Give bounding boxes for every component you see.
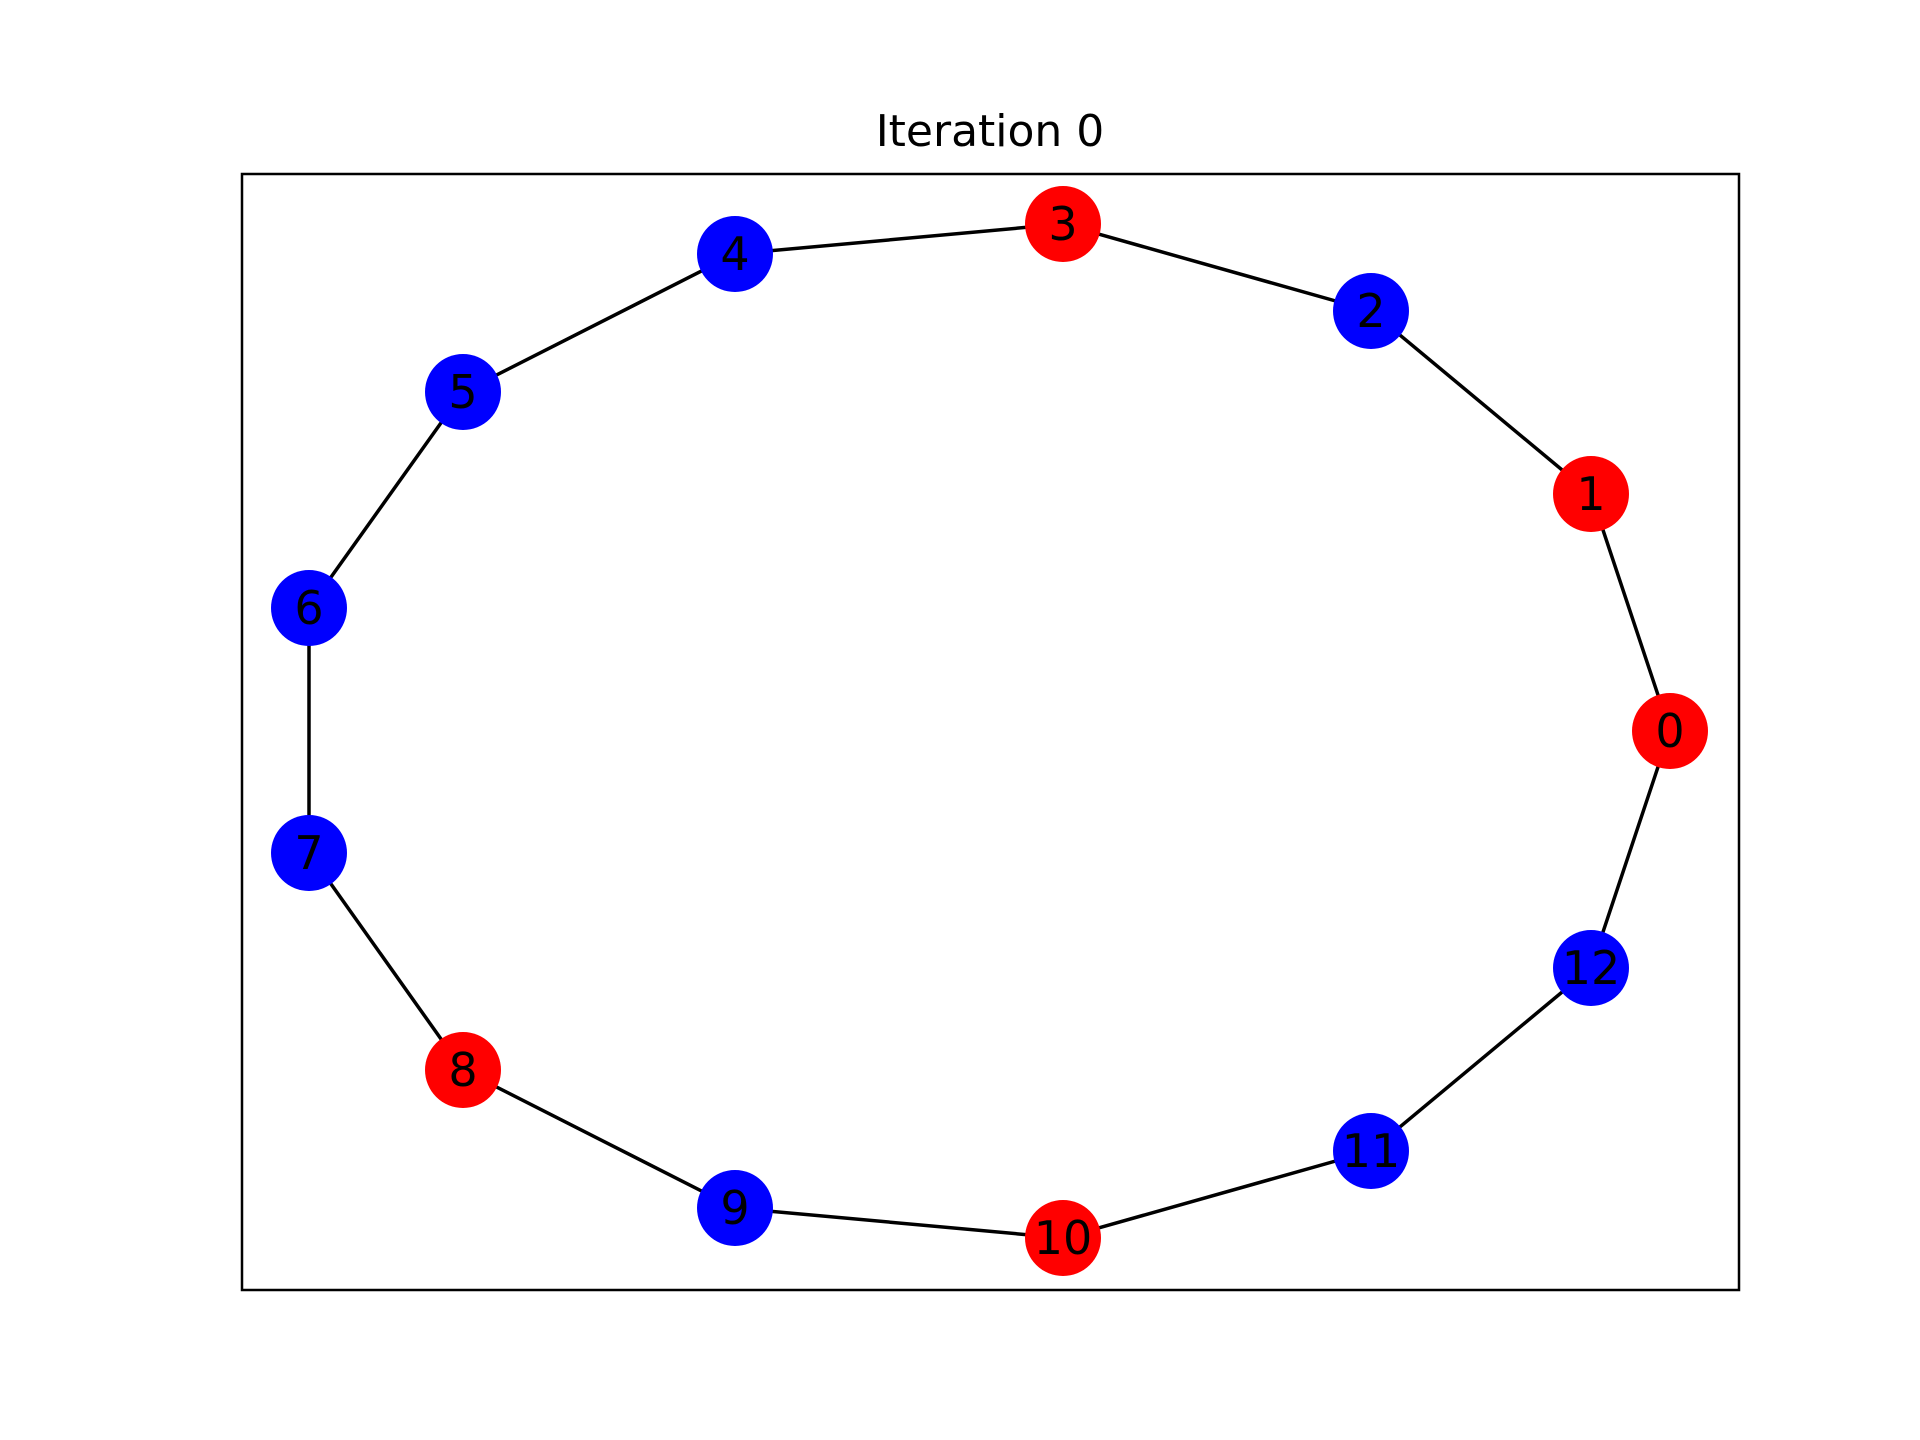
node-label-2: 2 [1356, 284, 1385, 338]
node-label-1: 1 [1576, 467, 1605, 521]
node-label-4: 4 [720, 227, 749, 281]
edge-5-6 [307, 390, 465, 610]
node-12: 12 [1553, 930, 1629, 1006]
edge-7-8 [307, 851, 465, 1072]
axes-frame [240, 172, 1741, 1292]
node-label-11: 11 [1342, 1124, 1401, 1178]
node-circle-9 [697, 1170, 773, 1246]
node-4: 4 [697, 216, 773, 292]
edge-10-11 [1062, 1149, 1372, 1240]
edge-4-5 [462, 252, 736, 394]
edge-12-0 [1589, 730, 1672, 969]
node-circle-2 [1333, 273, 1409, 349]
node-label-6: 6 [294, 581, 323, 635]
edge-2-3 [1062, 222, 1372, 313]
node-6: 6 [271, 570, 347, 646]
edges-layer [307, 222, 1672, 1240]
node-10: 10 [1025, 1200, 1101, 1276]
node-label-12: 12 [1562, 941, 1621, 995]
node-circle-4 [697, 216, 773, 292]
edge-1-2 [1369, 309, 1593, 496]
node-label-7: 7 [294, 826, 323, 880]
node-circle-5 [425, 354, 501, 430]
node-circle-8 [425, 1032, 501, 1108]
node-0: 0 [1632, 693, 1708, 769]
node-11: 11 [1333, 1113, 1409, 1189]
figure-title: Iteration 0 [876, 106, 1105, 157]
node-label-3: 3 [1048, 197, 1077, 251]
node-circle-6 [271, 570, 347, 646]
node-circle-11 [1333, 1113, 1409, 1189]
node-label-0: 0 [1655, 704, 1684, 758]
edge-3-4 [734, 222, 1064, 256]
node-8: 8 [425, 1032, 501, 1108]
node-circle-1 [1553, 456, 1629, 532]
node-2: 2 [1333, 273, 1409, 349]
edge-0-1 [1589, 493, 1672, 732]
node-7: 7 [271, 815, 347, 891]
node-label-10: 10 [1034, 1211, 1093, 1265]
node-5: 5 [425, 354, 501, 430]
node-circle-7 [271, 815, 347, 891]
node-label-8: 8 [448, 1043, 477, 1097]
node-label-5: 5 [448, 365, 477, 419]
node-9: 9 [697, 1170, 773, 1246]
node-label-9: 9 [720, 1181, 749, 1235]
node-circle-3 [1025, 186, 1101, 262]
node-1: 1 [1553, 456, 1629, 532]
node-3: 3 [1025, 186, 1101, 262]
edge-8-9 [462, 1068, 736, 1210]
edge-9-10 [734, 1206, 1064, 1240]
edge-11-12 [1369, 966, 1593, 1153]
node-circle-12 [1553, 930, 1629, 1006]
node-circle-0 [1632, 693, 1708, 769]
node-circle-10 [1025, 1200, 1101, 1276]
